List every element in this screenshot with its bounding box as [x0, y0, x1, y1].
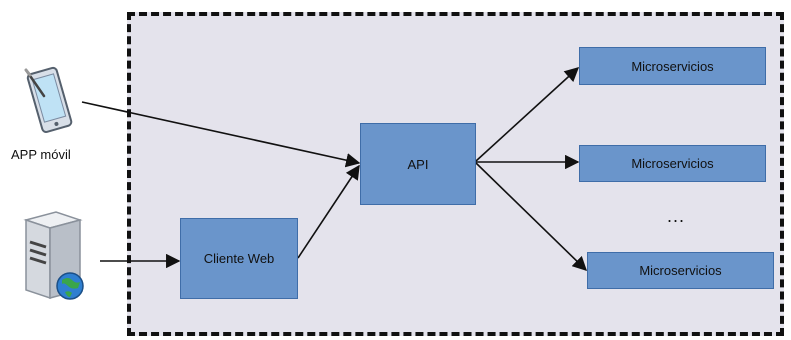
arrow-webclient-to-api [297, 164, 360, 259]
ellipsis-more-services: ... [667, 206, 686, 226]
server-globe-icon [23, 211, 84, 300]
web-client-label: Cliente Web [203, 251, 275, 266]
arrow-api-to-microservice-1 [475, 67, 580, 162]
mobile-app-label: APP móvil [11, 147, 71, 162]
web-client-box: Cliente Web [180, 218, 298, 299]
microservice-box-2: Microservicios [579, 145, 766, 182]
api-box: API [360, 123, 476, 205]
api-label: API [407, 156, 429, 172]
microservice-box-1: Microservicios [579, 47, 766, 85]
microservice-label-2: Microservicios [631, 156, 714, 171]
tablet-stylus-icon [24, 66, 73, 133]
microservice-label-3: Microservicios [639, 263, 722, 278]
arrow-api-to-microservice-3 [475, 162, 588, 272]
microservice-box-3: Microservicios [587, 252, 774, 289]
arrow-mobile-to-api [81, 101, 361, 168]
microservice-label-1: Microservicios [631, 58, 714, 74]
